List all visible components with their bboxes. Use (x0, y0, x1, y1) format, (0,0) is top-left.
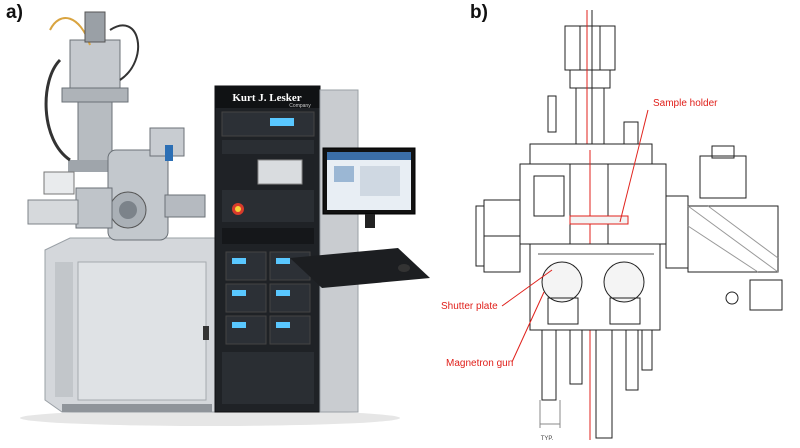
panel-b-label: b) (470, 2, 488, 23)
power-supply-units (225, 251, 311, 345)
annotation-magnetron-gun: Magnetron gun (446, 358, 514, 369)
vacuum-chamber-assembly (27, 11, 206, 241)
annotation-shutter-plate: Shutter plate (441, 301, 498, 312)
kurt-lesker-logo-sub: Company (289, 103, 311, 109)
electronics-rack: Kurt J. Lesker Company (214, 85, 321, 413)
chamber-cross-section-drawing: TYP. (475, 10, 783, 442)
deposition-system-photo: Kurt J. Lesker Company (20, 11, 430, 426)
control-monitor (322, 147, 416, 228)
mouse (398, 264, 410, 272)
keyboard-tray (290, 248, 430, 288)
kurt-lesker-logo: Kurt J. Lesker (232, 92, 301, 104)
base-cabinet (44, 237, 216, 413)
dimension-label: TYP. (541, 436, 554, 442)
side-cabinet (319, 89, 359, 413)
annotation-sample-holder: Sample holder (653, 98, 718, 109)
panel-a-label: a) (6, 2, 23, 23)
